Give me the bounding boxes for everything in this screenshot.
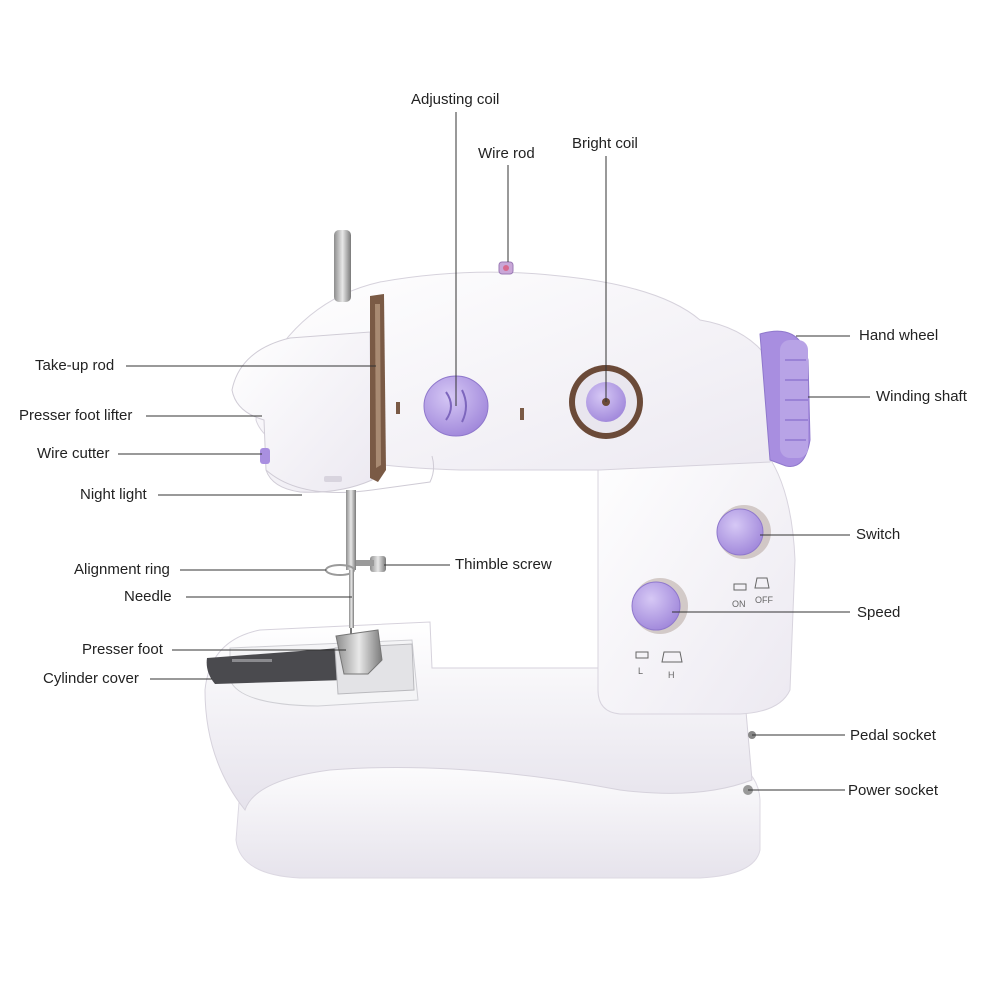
- label-night-light: Night light: [80, 486, 147, 503]
- needle-bar: [346, 490, 356, 570]
- cylinder-cover-part: [206, 648, 345, 684]
- label-bright-coil: Bright coil: [572, 135, 638, 152]
- label-take-up-rod: Take-up rod: [35, 357, 115, 374]
- speed-low-marking: L: [638, 666, 644, 676]
- speed-high-marking: H: [668, 670, 675, 680]
- label-hand-wheel: Hand wheel: [859, 327, 939, 344]
- label-adjusting-coil: Adjusting coil: [411, 91, 500, 108]
- hand-wheel-part: [759, 330, 811, 467]
- label-presser-foot: Presser foot: [82, 641, 163, 658]
- label-needle: Needle: [124, 588, 172, 605]
- label-wire-rod: Wire rod: [478, 145, 535, 162]
- spool-pin: [334, 230, 351, 302]
- label-pedal-socket: Pedal socket: [850, 727, 936, 744]
- label-switch: Switch: [856, 526, 901, 543]
- label-power-socket: Power socket: [848, 782, 939, 799]
- needle-part: [349, 570, 354, 628]
- label-presser-foot-lifter: Presser foot lifter: [19, 407, 133, 424]
- presser-foot-part: [335, 629, 383, 675]
- speed-knob: [631, 578, 688, 634]
- label-wire-cutter: Wire cutter: [37, 445, 110, 462]
- machine-arm: [255, 271, 785, 471]
- label-winding-shaft: Winding shaft: [876, 388, 967, 405]
- label-speed: Speed: [857, 604, 901, 621]
- switch-knob: [716, 505, 771, 559]
- label-cylinder-cover: Cylinder cover: [43, 670, 139, 687]
- switch-off-marking: OFF: [755, 595, 773, 605]
- switch-on-marking: ON: [732, 599, 746, 609]
- label-alignment-ring: Alignment ring: [74, 561, 170, 578]
- label-thimble-screw: Thimble screw: [455, 556, 552, 573]
